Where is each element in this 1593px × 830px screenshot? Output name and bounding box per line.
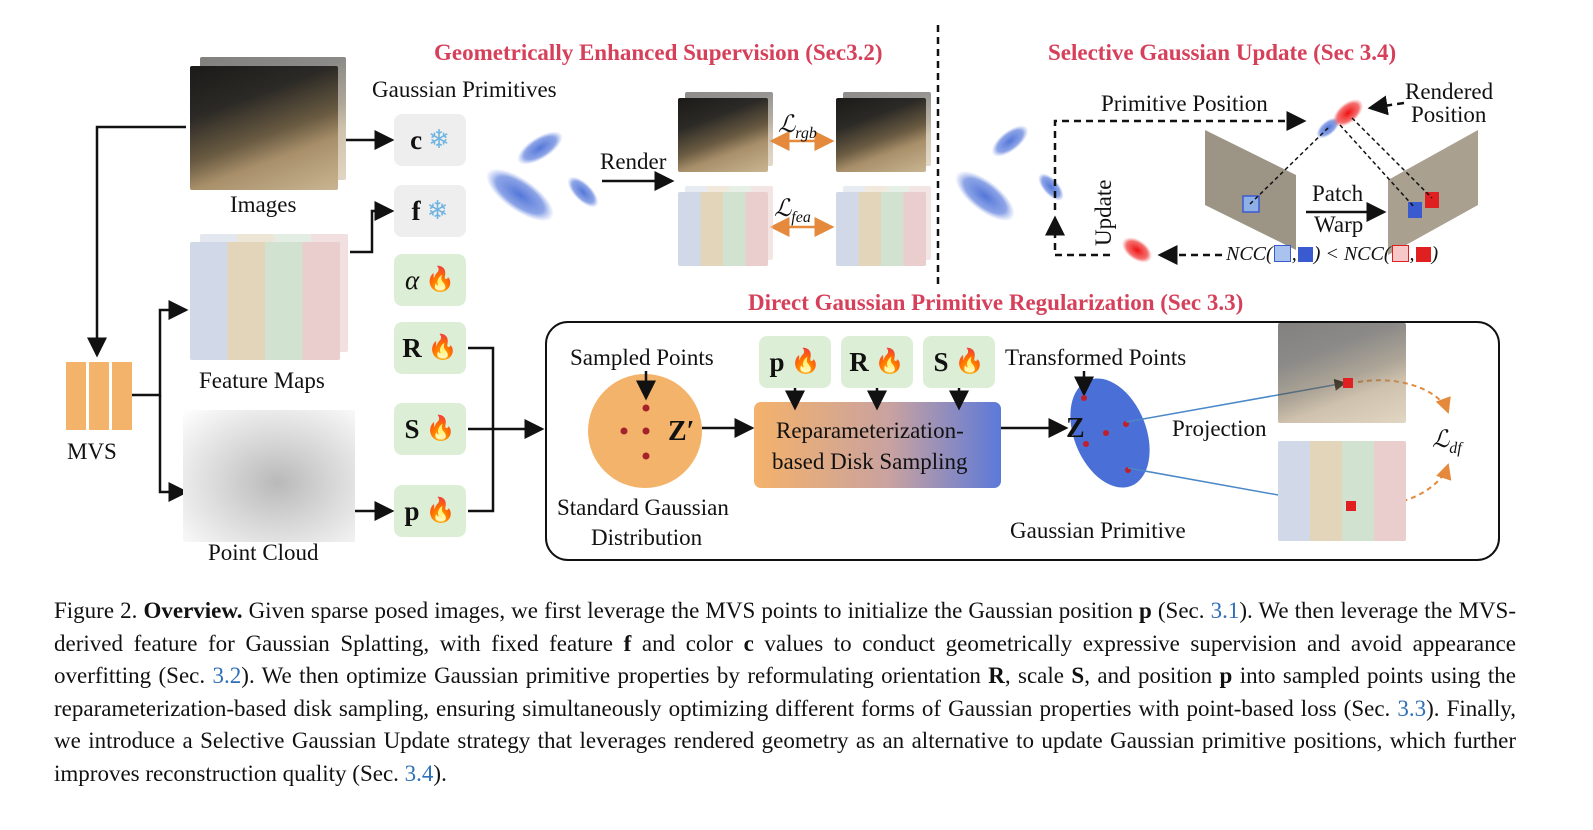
snowflake-icon: ❄ xyxy=(428,125,450,154)
primitive-p: p🔥 xyxy=(394,485,466,537)
fire-icon: 🔥 xyxy=(425,416,456,442)
ncc-condition: NCC(,) < NCC(,) xyxy=(1226,243,1439,265)
gt-feature xyxy=(836,192,926,266)
images-label: Images xyxy=(230,192,297,217)
standard-gaussian-label-2: Distribution xyxy=(591,525,703,550)
section-title-supervision: Geometrically Enhanced Supervision (Sec3… xyxy=(434,40,883,65)
primitive-symbol: c xyxy=(410,124,423,155)
rendered-position-label-1: Rendered xyxy=(1405,79,1494,104)
fire-icon: 🔥 xyxy=(427,335,458,361)
loss-fea: ℒfea xyxy=(774,196,811,226)
primitive-position-label: Primitive Position xyxy=(1101,91,1268,116)
fire-icon: 🔥 xyxy=(425,267,456,293)
ref-sec-3-1[interactable]: 3.1 xyxy=(1210,598,1240,623)
blue-light-square-icon xyxy=(1273,245,1291,262)
projected-point-2 xyxy=(1346,501,1356,511)
section-title-selective: Selective Gaussian Update (Sec 3.4) xyxy=(1048,40,1397,65)
red-square-icon xyxy=(1415,247,1431,262)
caption-title: Overview. xyxy=(143,598,243,623)
loss-rgb: ℒrgb xyxy=(778,112,817,142)
mvs-label: MVS xyxy=(67,439,117,464)
primitive-c: c❄ xyxy=(394,114,466,166)
primitive-symbol: R xyxy=(402,332,422,363)
warp-label: Warp xyxy=(1314,212,1364,237)
sampled-points-label: Sampled Points xyxy=(570,345,714,370)
reparam-label-2: based Disk Sampling xyxy=(772,449,968,474)
render-label: Render xyxy=(600,149,667,174)
update-label: Update xyxy=(1091,179,1116,246)
primitive-alpha: α🔥 xyxy=(394,254,466,306)
z-prime-label: Z′ xyxy=(668,416,695,447)
primitive-symbol: f xyxy=(411,195,421,226)
rendered-image xyxy=(678,98,768,172)
input-image xyxy=(190,66,338,190)
primitive-symbol: S xyxy=(404,413,420,444)
point-cloud-label: Point Cloud xyxy=(208,540,319,565)
red-light-square-icon xyxy=(1391,245,1409,262)
ref-sec-3-2[interactable]: 3.2 xyxy=(212,663,242,688)
loss-df: ℒdf xyxy=(1432,427,1462,457)
reg-input-r: R🔥 xyxy=(841,336,913,388)
section-title-regularization: Direct Gaussian Primitive Regularization… xyxy=(748,290,1244,315)
feature-map xyxy=(190,242,340,360)
fire-icon: 🔥 xyxy=(874,349,905,375)
figure-connectors xyxy=(66,25,1500,561)
primitive-s: S🔥 xyxy=(394,403,466,455)
reg-input-p: p🔥 xyxy=(759,336,831,388)
projected-point-1 xyxy=(1343,378,1353,388)
patch-label: Patch xyxy=(1312,181,1364,206)
snowflake-icon: ❄ xyxy=(426,196,449,225)
primitive-r: R🔥 xyxy=(394,322,466,374)
standard-gaussian-label-1: Standard Gaussian xyxy=(557,495,729,520)
z-label: Z xyxy=(1066,413,1085,444)
ref-sec-3-3[interactable]: 3.3 xyxy=(1397,695,1427,721)
gt-image xyxy=(836,98,926,172)
fire-icon: 🔥 xyxy=(425,498,456,524)
figure-caption: Figure 2. Overview. Given sparse posed i… xyxy=(54,598,1516,786)
rendered-feature xyxy=(678,192,768,266)
gaussian-primitives-title: Gaussian Primitives xyxy=(372,77,557,102)
transformed-points-label: Transformed Points xyxy=(1005,345,1187,370)
blue-square-icon xyxy=(1297,247,1313,262)
projection-view-1 xyxy=(1278,323,1406,423)
feature-maps-label: Feature Maps xyxy=(199,368,325,393)
projection-view-2 xyxy=(1278,441,1406,541)
ref-sec-3-4[interactable]: 3.4 xyxy=(404,760,434,786)
reg-input-s: S🔥 xyxy=(923,336,995,388)
primitive-symbol: p xyxy=(404,495,420,526)
reparam-label-1: Reparameterization- xyxy=(776,418,964,443)
caption-prefix: Figure 2. xyxy=(54,598,138,623)
projection-label: Projection xyxy=(1172,416,1267,441)
gaussian-primitive-label: Gaussian Primitive xyxy=(1010,518,1186,543)
rendered-position-label-2: Position xyxy=(1411,102,1487,127)
fire-icon: 🔥 xyxy=(954,349,985,375)
point-cloud-image xyxy=(183,410,355,542)
primitive-symbol: α xyxy=(404,264,420,295)
primitive-f: f❄ xyxy=(394,185,466,237)
fire-icon: 🔥 xyxy=(790,349,821,375)
